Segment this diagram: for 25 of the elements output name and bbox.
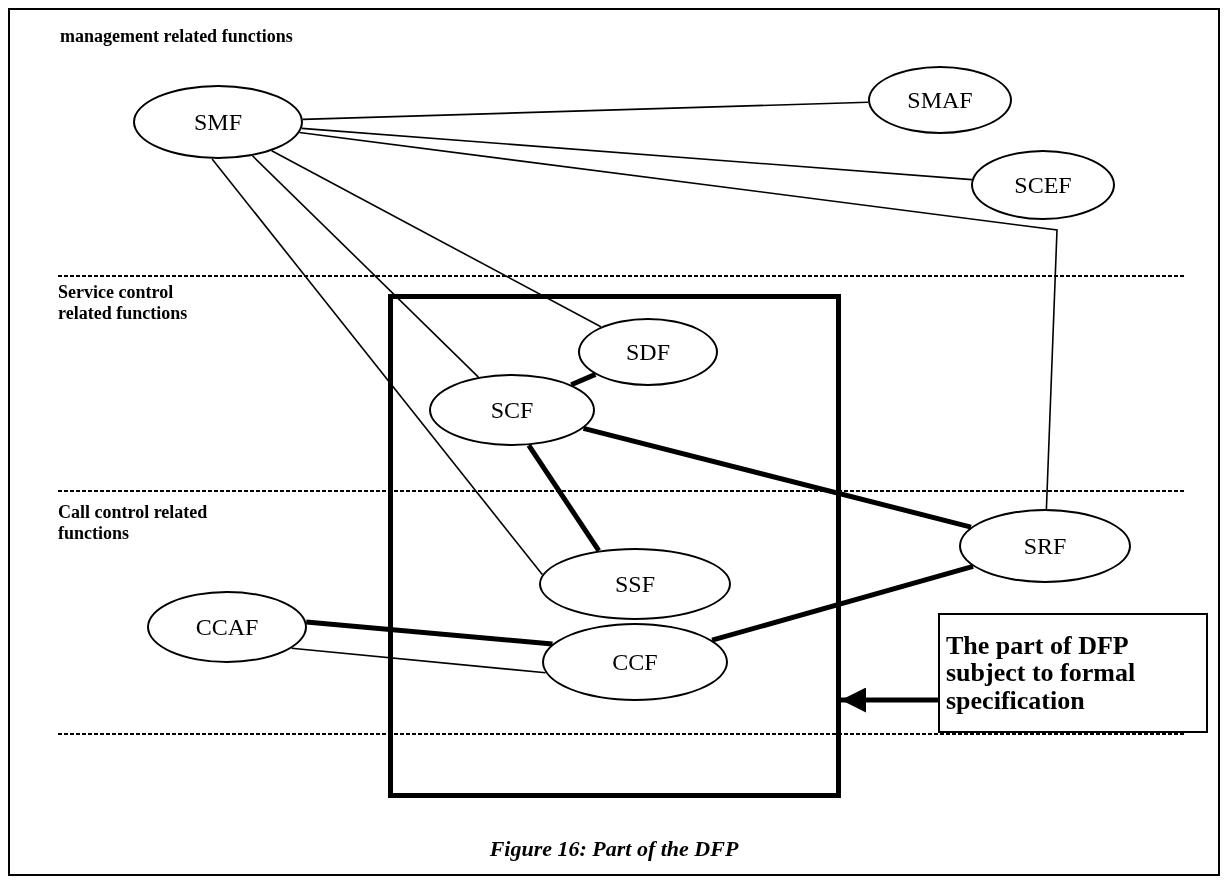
callout-box bbox=[938, 613, 1208, 733]
callout-text: The part of DFP subject to formal specification bbox=[946, 632, 1137, 714]
layer-label: management related functions bbox=[60, 26, 294, 47]
layer-label: Call control related functions bbox=[58, 502, 209, 544]
scope-frame bbox=[388, 294, 841, 798]
connector-line bbox=[306, 619, 553, 647]
node-label: CCAF bbox=[195, 613, 259, 641]
node-label: SSF bbox=[614, 570, 655, 598]
connector-line bbox=[302, 101, 869, 121]
connector-line bbox=[582, 425, 972, 530]
arrow bbox=[841, 687, 938, 713]
figure-caption: Figure 16: Part of the DFP bbox=[489, 836, 739, 861]
connector-line bbox=[570, 372, 597, 388]
function-ellipse bbox=[429, 374, 595, 446]
node-label: SRF bbox=[1023, 532, 1067, 560]
node-label: SCEF bbox=[1014, 171, 1072, 199]
node-label: SMAF bbox=[907, 86, 973, 114]
node-label: CCF bbox=[612, 648, 658, 676]
layer-label: Service control related functions bbox=[58, 282, 189, 324]
node-label: SMF bbox=[193, 108, 242, 136]
connector-line bbox=[711, 563, 974, 643]
node-label: SCF bbox=[490, 396, 534, 424]
connector-line bbox=[270, 149, 602, 328]
connector-line bbox=[211, 158, 544, 576]
node-label: SDF bbox=[626, 338, 670, 366]
